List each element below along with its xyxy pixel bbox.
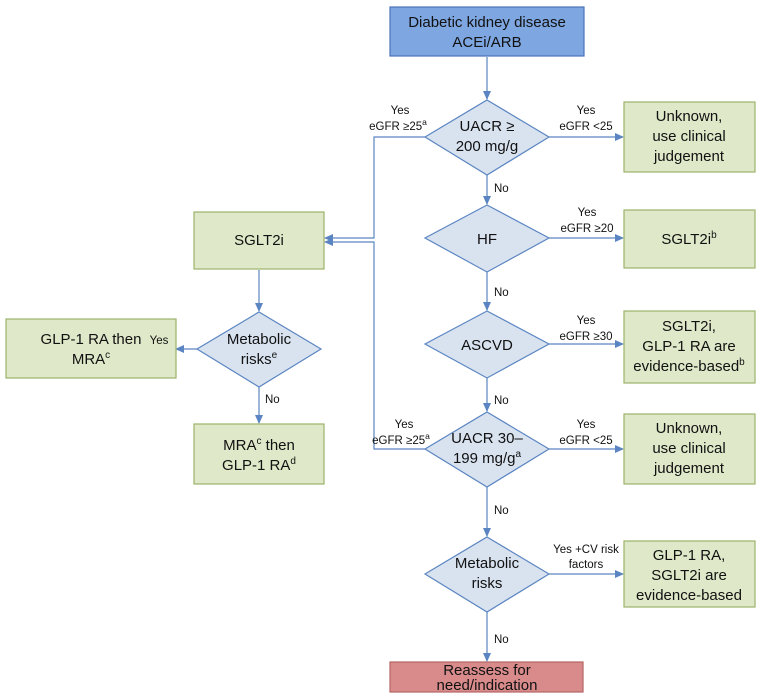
decision-uacr-200: [423, 99, 551, 176]
unknown-1-line3: judgement: [653, 148, 725, 165]
label-hf-yes: Yes: [578, 207, 597, 219]
label-metabolic-e-no: No: [265, 394, 280, 406]
sglt2i-glp1-line1: SGLT2i,: [662, 318, 716, 335]
decision-uacr-200-line1: UACR ≥: [460, 118, 515, 135]
label-no-5: No: [494, 634, 509, 646]
label-uacr200-left-egfr: eGFR ≥25a: [369, 117, 427, 133]
decision-metabolic-risks: [423, 536, 551, 613]
decision-metabolic-line2: risks: [472, 575, 503, 592]
arrow-uacr30-to-sglt2i: [324, 238, 425, 450]
edge-labels: Yes eGFR ≥25a Yes eGFR <25 No Yes eGFR ≥…: [150, 105, 619, 646]
glp1-sglt2-evidence-box: [623, 540, 756, 608]
glp1-sglt2-line2: SGLT2i are: [651, 567, 727, 584]
label-hf-egfr: eGFR ≥20: [561, 223, 614, 235]
label-uacr30-left-yes: Yes: [395, 419, 414, 431]
reassess-line1: Reassess for: [443, 662, 531, 679]
decision-uacr-30-199: [423, 411, 551, 488]
sglt2i-b-label: SGLT2ib: [661, 230, 717, 248]
sglt2i-box: [193, 211, 325, 270]
unknown-2-line2: use clinical: [652, 440, 725, 457]
decision-uacr-200-line2: 200 mg/g: [456, 138, 519, 155]
label-uacr200-right-yes: Yes: [577, 105, 596, 117]
mra-then-glp1-box: [193, 423, 325, 485]
glp1-then-mra-line1: GLP-1 RA then: [41, 331, 142, 348]
start-box-line1: Diabetic kidney disease: [408, 14, 566, 31]
label-ascvd-egfr: eGFR ≥30: [560, 331, 613, 343]
label-uacr200-left-yes: Yes: [391, 105, 410, 117]
label-uacr200-right-egfr: eGFR <25: [559, 121, 612, 133]
decision-hf-label: HF: [477, 231, 497, 248]
sglt2i-glp1-evidence-box: [623, 310, 756, 384]
arrow-uacr200-to-sglt2i: [324, 136, 425, 242]
decision-ascvd-label: ASCVD: [461, 337, 513, 354]
label-no-1: No: [494, 183, 509, 195]
label-uacr30-right-yes: Yes: [577, 419, 596, 431]
sglt2i-b-box: [623, 209, 756, 269]
unknown-1-line1: Unknown,: [656, 108, 723, 125]
glp1-then-mra-box: [5, 318, 177, 379]
decision-metabolic-e-line1: Metabolic: [227, 331, 292, 348]
unknown-judgement-box-2: [623, 413, 756, 485]
label-cv-risk-line2: factors: [569, 559, 604, 571]
unknown-1-line2: use clinical: [652, 128, 725, 145]
decision-uacr-30-line2: 199 mg/ga: [453, 449, 522, 467]
start-box-line2: ACEi/ARB: [452, 34, 521, 51]
mra-then-glp1-line2: GLP-1 RAd: [222, 456, 296, 474]
label-ascvd-yes: Yes: [577, 315, 596, 327]
label-no-3: No: [494, 395, 509, 407]
decision-uacr-30-line1: UACR 30–: [451, 430, 523, 447]
glp1-then-mra-line2: MRAc: [72, 350, 110, 368]
glp1-sglt2-line1: GLP-1 RA,: [653, 547, 726, 564]
label-metabolic-e-yes: Yes: [150, 335, 169, 347]
decision-metabolic-risks-e: [195, 311, 323, 388]
label-uacr30-right-egfr: eGFR <25: [559, 435, 612, 447]
sglt2i-glp1-line2: GLP-1 RA are: [642, 338, 735, 355]
decision-metabolic-e-line2: riskse: [241, 350, 278, 368]
mra-then-glp1-line1: MRAc then: [223, 436, 295, 454]
glp1-sglt2-line3: evidence-based: [636, 587, 742, 604]
label-cv-risk-line1: Yes +CV risk: [553, 544, 619, 556]
unknown-2-line1: Unknown,: [656, 420, 723, 437]
decision-hf: [423, 204, 551, 273]
decision-metabolic-line1: Metabolic: [455, 555, 520, 572]
connectors: [175, 57, 624, 662]
label-uacr30-left-egfr: eGFR ≥25a: [372, 431, 430, 447]
reassess-line2: need/indication: [437, 677, 538, 694]
decision-ascvd: [423, 310, 551, 379]
label-no-2: No: [494, 287, 509, 299]
start-box: [389, 6, 585, 57]
sglt2i-box-label: SGLT2i: [234, 232, 284, 249]
unknown-judgement-box-1: [623, 101, 756, 173]
sglt2i-glp1-line3: evidence-basedb: [633, 357, 745, 375]
label-no-4: No: [494, 505, 509, 517]
unknown-2-line3: judgement: [653, 460, 725, 477]
reassess-box: [389, 661, 584, 693]
